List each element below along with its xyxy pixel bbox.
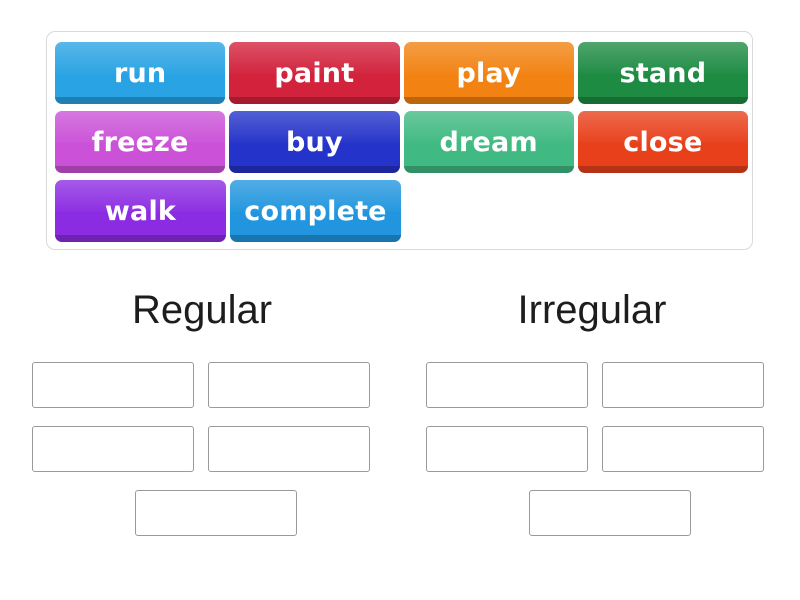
- word-tile-label: close: [623, 126, 703, 158]
- word-tile-close[interactable]: close: [577, 111, 748, 173]
- dropzone-group-irregular: [426, 362, 794, 554]
- dropzone-slot[interactable]: [602, 362, 764, 408]
- word-tile-dream[interactable]: dream: [403, 111, 574, 173]
- dropzone-slot[interactable]: [529, 490, 691, 536]
- word-tile-label: walk: [104, 195, 177, 227]
- category-heading-irregular: Irregular: [517, 288, 667, 332]
- dropzone-row: [32, 362, 400, 408]
- word-bank-row-3: walk complete: [55, 180, 752, 242]
- dropzone-slot[interactable]: [208, 362, 370, 408]
- dropzone-slot[interactable]: [426, 426, 588, 472]
- dropzone-slot[interactable]: [135, 490, 297, 536]
- dropzone-row: [426, 426, 794, 472]
- dropzone-row: [426, 490, 794, 536]
- word-tile-stand[interactable]: stand: [577, 42, 748, 104]
- dropzone-slot[interactable]: [602, 426, 764, 472]
- word-tile-complete[interactable]: complete: [230, 180, 401, 242]
- word-tile-label: buy: [286, 126, 343, 158]
- word-tile-label: stand: [619, 57, 707, 89]
- word-tile-label: paint: [274, 57, 355, 89]
- word-tile-label: play: [456, 57, 521, 89]
- word-bank-container: run paint play stand freeze buy dream: [46, 31, 753, 250]
- word-bank-row-1: run paint play stand: [55, 42, 752, 104]
- word-tile-paint[interactable]: paint: [229, 42, 400, 104]
- dropzone-slot[interactable]: [426, 362, 588, 408]
- word-tile-label: complete: [244, 195, 387, 227]
- dropzone-row: [426, 362, 794, 408]
- dropzone-row: [32, 426, 400, 472]
- word-tile-freeze[interactable]: freeze: [55, 111, 226, 173]
- word-tile-run[interactable]: run: [55, 42, 226, 104]
- word-tile-walk[interactable]: walk: [55, 180, 226, 242]
- word-tile-label: freeze: [91, 126, 189, 158]
- dropzone-slot[interactable]: [32, 362, 194, 408]
- word-tile-label: dream: [439, 126, 538, 158]
- word-bank-row-2: freeze buy dream close: [55, 111, 752, 173]
- dropzone-slot[interactable]: [32, 426, 194, 472]
- dropzone-group-regular: [32, 362, 400, 554]
- word-tile-buy[interactable]: buy: [229, 111, 400, 173]
- dropzone-slot[interactable]: [208, 426, 370, 472]
- word-tile-play[interactable]: play: [403, 42, 574, 104]
- word-tile-label: run: [113, 57, 167, 89]
- dropzone-row: [32, 490, 400, 536]
- category-heading-regular: Regular: [131, 288, 273, 332]
